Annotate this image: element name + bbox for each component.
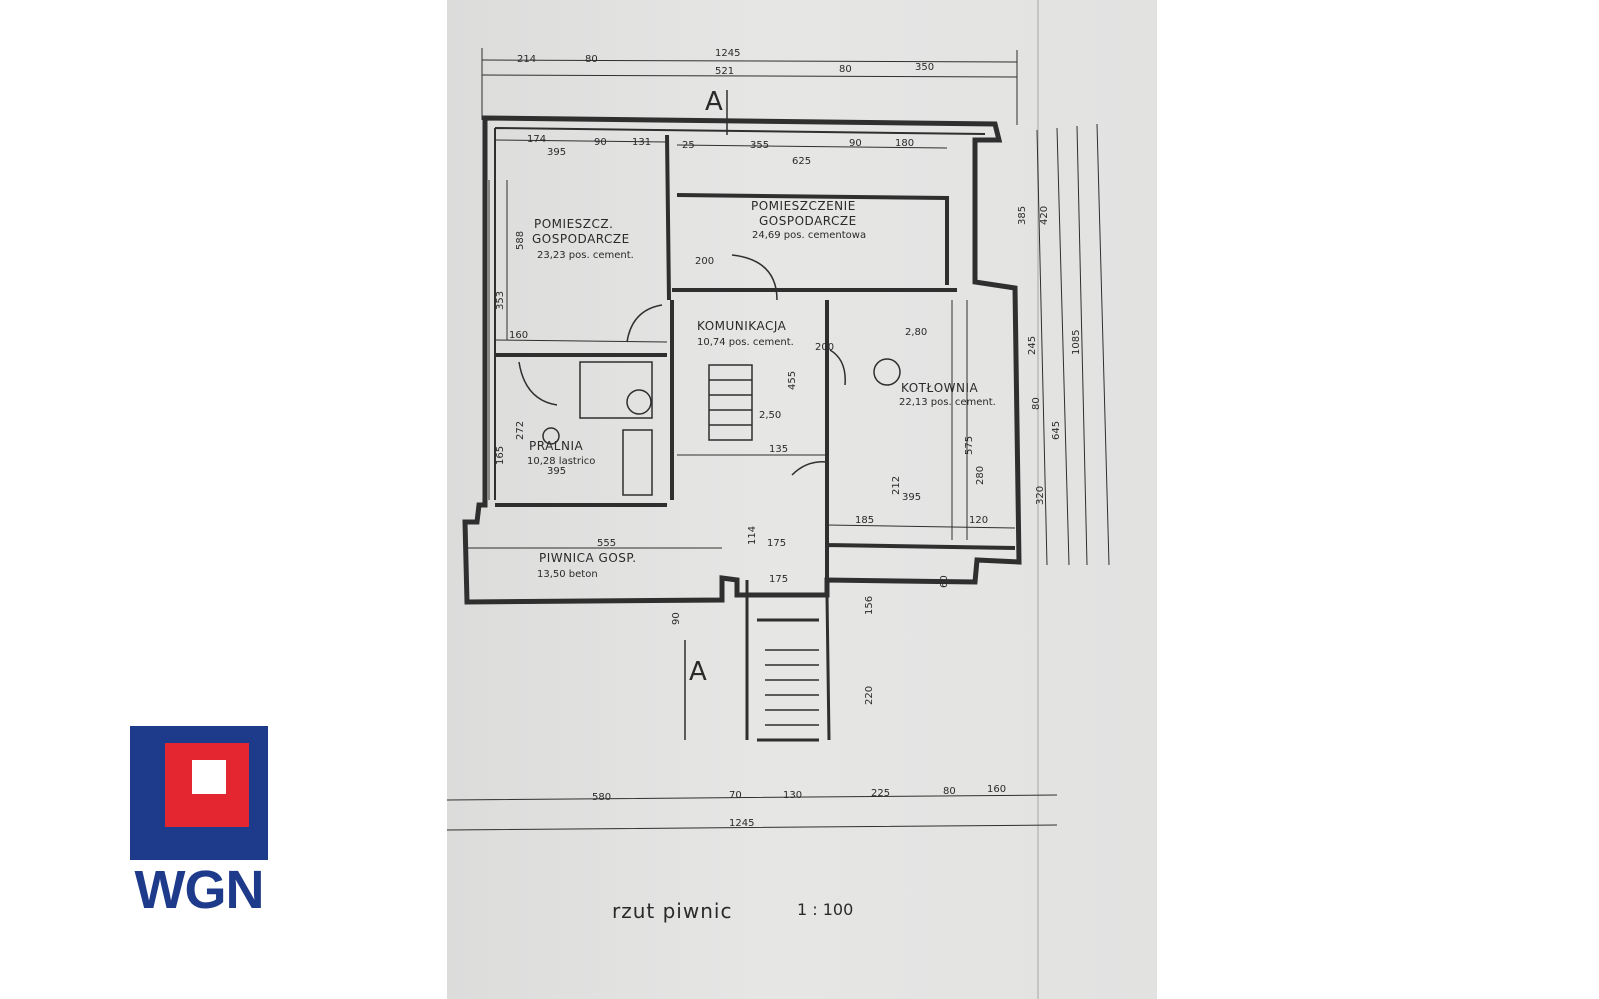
logo-mark bbox=[130, 726, 268, 860]
dim-inner-20: 280 bbox=[975, 466, 986, 485]
dim-inner-34: 395 bbox=[547, 466, 566, 477]
room-area-storage-1: 23,23 pos. cement. bbox=[537, 250, 634, 261]
dim-top-4: 80 bbox=[839, 64, 852, 75]
dim-bottom-total: 1245 bbox=[729, 818, 754, 829]
dim-inner-19: 575 bbox=[964, 436, 975, 455]
dim-inner-8: 25 bbox=[682, 140, 695, 151]
dim-inner-13: 272 bbox=[515, 421, 526, 440]
room-name-cellar: PIWNICA GOSP. bbox=[539, 551, 637, 565]
dim-inner-5: 131 bbox=[632, 137, 651, 148]
dim-inner-24: 212 bbox=[891, 476, 902, 495]
dim-right-4: 645 bbox=[1051, 421, 1062, 440]
room-name-boiler: KOTŁOWNIA bbox=[901, 381, 979, 395]
dim-inner-21: 395 bbox=[902, 492, 921, 503]
dim-top-total: 1245 bbox=[715, 48, 740, 59]
room-name-laundry: PRALNIA bbox=[529, 439, 583, 453]
paper-fold bbox=[1037, 0, 1039, 999]
room-name-storage-2: POMIESZCZENIE bbox=[751, 199, 856, 213]
dim-inner-29: 2,80 bbox=[905, 327, 927, 338]
floor-plan-drawing: A A POMIESZCZ. GOSPODARCZE 23,23 pos. ce… bbox=[447, 48, 1110, 923]
dim-right-3: 245 bbox=[1027, 336, 1038, 355]
room-name-corridor: KOMUNIKACJA bbox=[697, 319, 787, 333]
room-area-laundry: 10,28 lastrico bbox=[527, 456, 595, 467]
dim-right-5: 1085 bbox=[1071, 330, 1082, 355]
dim-inner-18: 135 bbox=[769, 444, 788, 455]
dim-inner-22: 185 bbox=[855, 515, 874, 526]
dim-inner-7: 174 bbox=[527, 134, 546, 145]
dim-right-7: 320 bbox=[1035, 486, 1046, 505]
plan-scale: 1 : 100 bbox=[797, 900, 853, 919]
room-area-corridor: 10,74 pos. cement. bbox=[697, 337, 794, 348]
dim-inner-1: 625 bbox=[792, 156, 811, 167]
dim-right-2: 420 bbox=[1039, 206, 1050, 225]
dim-inner-6: 90 bbox=[849, 138, 862, 149]
room-area-boiler: 22,13 pos. cement. bbox=[899, 397, 996, 408]
room-name-storage-2b: GOSPODARCZE bbox=[759, 214, 857, 228]
dim-bottom-3: 130 bbox=[783, 790, 802, 801]
dim-top-1: 214 bbox=[517, 54, 536, 65]
dim-bottom-2: 70 bbox=[729, 790, 742, 801]
dim-inner-33: 60 bbox=[939, 575, 950, 588]
dim-right-1: 385 bbox=[1017, 206, 1028, 225]
dim-inner-15: 555 bbox=[597, 538, 616, 549]
dim-inner-3: 90 bbox=[594, 137, 607, 148]
dim-inner-12: 588 bbox=[515, 231, 526, 250]
room-area-cellar: 13,50 beton bbox=[537, 569, 598, 580]
plan-caption: rzut piwnic bbox=[612, 899, 732, 923]
dim-top-3: 521 bbox=[715, 66, 734, 77]
dim-inner-9: 200 bbox=[695, 256, 714, 267]
dim-bottom-1: 580 bbox=[592, 792, 611, 803]
logo-wordmark: WGN bbox=[134, 860, 265, 920]
dim-bottom-6: 160 bbox=[987, 784, 1006, 795]
dim-inner-27: 90 bbox=[671, 612, 682, 625]
dim-inner-25: 220 bbox=[864, 686, 875, 705]
section-marker-bottom: A bbox=[689, 657, 707, 687]
dim-inner-32: 175 bbox=[769, 574, 788, 585]
dim-inner-17: 455 bbox=[787, 371, 798, 390]
dim-inner-0: 395 bbox=[547, 147, 566, 158]
dim-inner-31: 114 bbox=[747, 526, 758, 545]
room-name-storage-1b: GOSPODARCZE bbox=[532, 232, 630, 246]
dim-bottom-5: 80 bbox=[943, 786, 956, 797]
logo-red-square bbox=[165, 743, 249, 827]
dim-top-2: 80 bbox=[585, 54, 598, 65]
dim-top-5: 350 bbox=[915, 62, 934, 73]
room-area-storage-2: 24,69 pos. cementowa bbox=[752, 230, 866, 241]
wgn-logo: WGN bbox=[130, 726, 268, 922]
dim-inner-30: 2,50 bbox=[759, 410, 781, 421]
dim-inner-16: 175 bbox=[767, 538, 786, 549]
dim-inner-11: 353 bbox=[495, 291, 506, 310]
dim-inner-28: 200 bbox=[815, 342, 834, 353]
dim-inner-26: 156 bbox=[864, 596, 875, 615]
floor-plan-sheet: A A POMIESZCZ. GOSPODARCZE 23,23 pos. ce… bbox=[447, 0, 1157, 999]
dim-inner-10: 160 bbox=[509, 330, 528, 341]
dim-inner-4: 180 bbox=[895, 138, 914, 149]
dim-inner-14: 165 bbox=[495, 446, 506, 465]
dim-inner-2: 355 bbox=[750, 140, 769, 151]
room-name-storage-1: POMIESZCZ. bbox=[534, 217, 613, 231]
dim-right-6: 80 bbox=[1031, 397, 1042, 410]
section-marker-top: A bbox=[705, 87, 723, 117]
dim-bottom-4: 225 bbox=[871, 788, 890, 799]
logo-white-square bbox=[192, 760, 226, 794]
dim-inner-23: 120 bbox=[969, 515, 988, 526]
